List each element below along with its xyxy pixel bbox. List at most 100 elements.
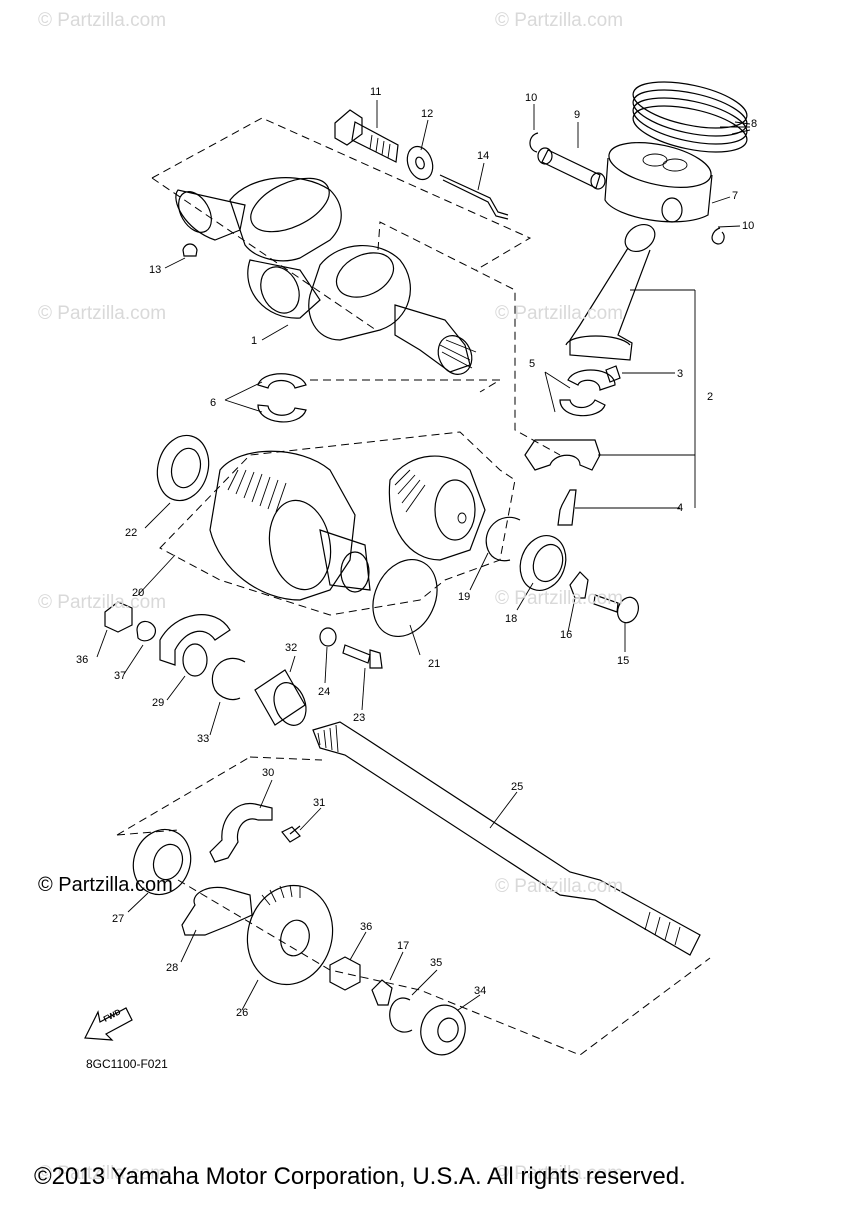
bearing-group-frame [310,379,502,393]
bearing-22 [156,434,210,502]
callout-25: 25 [511,781,524,793]
crank-main-bearings [257,373,307,423]
locating-pin-14 [439,174,509,220]
callout-22: 22 [125,527,138,539]
watermark: © Partzilla.com [38,303,167,324]
output-shaft-25 [312,721,701,956]
woodruff-key [182,243,198,257]
callout-10-upper: 10 [525,92,538,104]
watermark: © Partzilla.com [495,1163,624,1184]
output-group-frame-top [116,756,251,836]
gear-26 [246,884,334,986]
watermark: © Partzilla.com [38,592,167,613]
callout-14: 14 [477,150,490,162]
callout-24: 24 [318,686,331,698]
washer-17 [371,979,393,1006]
callout-27: 27 [112,913,125,925]
watermark: © Partzilla.com [495,876,624,897]
callout-9: 9 [574,109,581,121]
drawing-code: 8GC1100-F021 [86,1057,168,1071]
watermark: © Partzilla.com [495,303,624,324]
conrod-cap [524,439,601,471]
needle-bearing-32 [254,669,307,726]
callout-31: 31 [313,797,326,809]
balancer-shaft-20 [209,450,371,601]
callout-18: 18 [505,613,518,625]
callout-13: 13 [149,264,162,276]
callout-6: 6 [210,397,217,409]
circlip-19 [485,516,521,562]
lock-washer-16 [569,571,589,599]
callout-12: 12 [421,108,434,120]
fwd-arrow-icon [84,1007,133,1041]
watermark: © Partzilla.com [38,10,167,31]
piston [604,142,713,223]
washer-37 [136,620,157,642]
callout-36-upper: 36 [76,654,89,666]
o-ring-21 [372,558,438,638]
watermark: © Partzilla.com [38,1163,167,1184]
conrod-group-frame [377,221,561,456]
output-group-frame [177,756,711,1056]
callout-34: 34 [474,985,487,997]
balancer-group-frame [159,431,516,616]
piston-pin-clip-a [529,132,539,153]
leader-lines [96,100,751,1011]
washer-12 [406,145,434,181]
circlip-35 [389,997,413,1033]
callout-15: 15 [617,655,630,667]
conrod-bearings [559,369,616,417]
dowel-pin-3 [605,365,621,383]
callout-35: 35 [430,957,443,969]
copyright-notice: ©2013 Yamaha Motor Corporation, U.S.A. A… [34,1163,686,1190]
screw-31 [281,825,301,843]
callout-19: 19 [458,591,471,603]
callout-21: 21 [428,658,441,670]
callout-33: 33 [197,733,210,745]
callout-28: 28 [166,962,179,974]
callout-8: 8 [751,118,758,130]
nut-36-upper [104,601,133,633]
callout-29: 29 [152,697,165,709]
callout-7: 7 [732,190,739,202]
callout-5: 5 [529,358,536,370]
callout-4: 4 [677,502,684,514]
callout-30: 30 [262,767,275,779]
piston-rings [632,81,748,153]
bolt-23 [342,644,383,669]
crankshaft-group-frame [151,117,532,331]
nut-36-lower [329,956,361,991]
watermark-prominent: © Partzilla.com [38,874,173,896]
piston-pin [537,147,606,190]
bolt-11 [334,109,399,163]
callout-36-lower: 36 [360,921,373,933]
callout-37: 37 [114,670,127,682]
callout-10-lower: 10 [742,220,755,232]
bearing-34 [420,1004,466,1056]
washer-24 [319,627,337,647]
callout-1: 1 [251,335,258,347]
watermark: © Partzilla.com [495,10,624,31]
crankshaft [175,177,477,375]
piston-pin-clip-b [711,227,725,245]
conrod-nut [557,489,577,526]
callout-17: 17 [397,940,410,952]
callout-11: 11 [370,86,382,98]
connecting-rod [565,223,656,361]
balancer-gear [388,455,486,561]
callout-3: 3 [677,368,684,380]
weight-28 [181,886,253,936]
callout-20: 20 [132,587,145,599]
needle-bearing-18 [519,535,567,591]
watermark: © Partzilla.com [495,588,624,609]
bracket-30 [209,802,273,863]
bolt-15 [593,594,639,624]
balancer-weight-29 [159,614,231,677]
callout-16: 16 [560,629,573,641]
bearing-27 [132,828,192,896]
callout-32: 32 [285,642,298,654]
callout-2: 2 [707,391,714,403]
callout-26: 26 [236,1007,249,1019]
